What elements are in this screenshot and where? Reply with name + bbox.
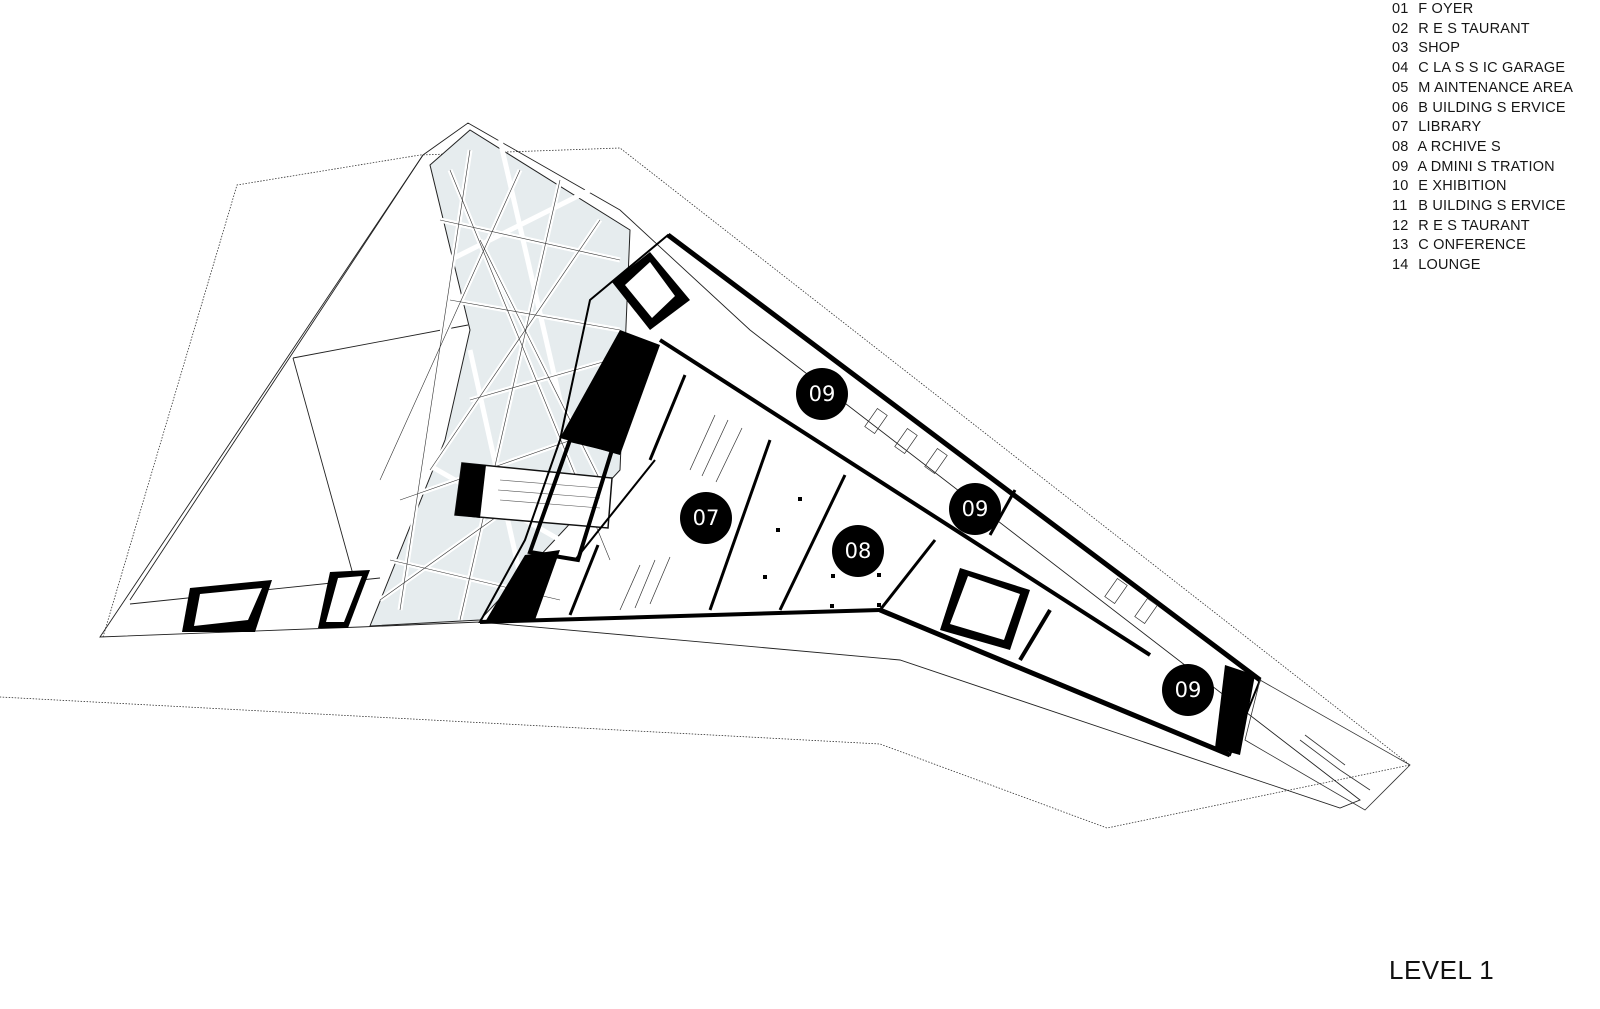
svg-text:09: 09 (1175, 678, 1202, 702)
legend-item: 14 LOUNGE (1392, 257, 1481, 274)
glass-facade (369, 129, 631, 627)
room-label-09-c: 09 (1162, 664, 1214, 716)
legend-item: 04 C LA S S IC GARAGE (1392, 60, 1566, 77)
svg-text:09: 09 (962, 497, 989, 521)
legend-item: 10 E XHIBITION (1392, 178, 1507, 195)
legend-item: 09 A DMINI S TRATION (1392, 158, 1555, 175)
legend-item: 05 M AINTENANCE AREA (1392, 79, 1574, 96)
room-label-09-b: 09 (949, 483, 1001, 535)
legend-item: 06 B UILDING S ERVICE (1392, 99, 1566, 116)
legend-item: 01 F OYER (1392, 1, 1474, 17)
legend-item: 08 A RCHIVE S (1392, 138, 1501, 155)
room-label-09-a: 09 (796, 368, 848, 420)
legend-item: 13 C ONFERENCE (1392, 237, 1526, 254)
legend-item: 07 LIBRARY (1392, 119, 1482, 136)
legend-item: 11 B UILDING S ERVICE (1392, 198, 1566, 215)
svg-text:09: 09 (809, 382, 836, 406)
legend-item: 03 SHOP (1392, 40, 1461, 57)
room-label-07: 07 (680, 492, 732, 544)
building-walls (478, 233, 1262, 758)
legend-item: 02 R E S TAURANT (1392, 20, 1530, 37)
furniture (619, 408, 1158, 624)
site-boundary (0, 147, 1411, 829)
svg-text:07: 07 (693, 506, 720, 530)
svg-text:08: 08 (845, 539, 872, 563)
east-stairs (1244, 679, 1411, 811)
legend: 01 F OYER 02 R E S TAURANT 03 SHOP 04 C … (1392, 0, 1600, 276)
room-label-08: 08 (832, 525, 884, 577)
core-walls (182, 252, 1255, 755)
columns (763, 497, 881, 608)
legend-item: 12 R E S TAURANT (1392, 217, 1530, 234)
escalator (454, 462, 613, 529)
level-title: LEVEL 1 (1389, 955, 1495, 985)
